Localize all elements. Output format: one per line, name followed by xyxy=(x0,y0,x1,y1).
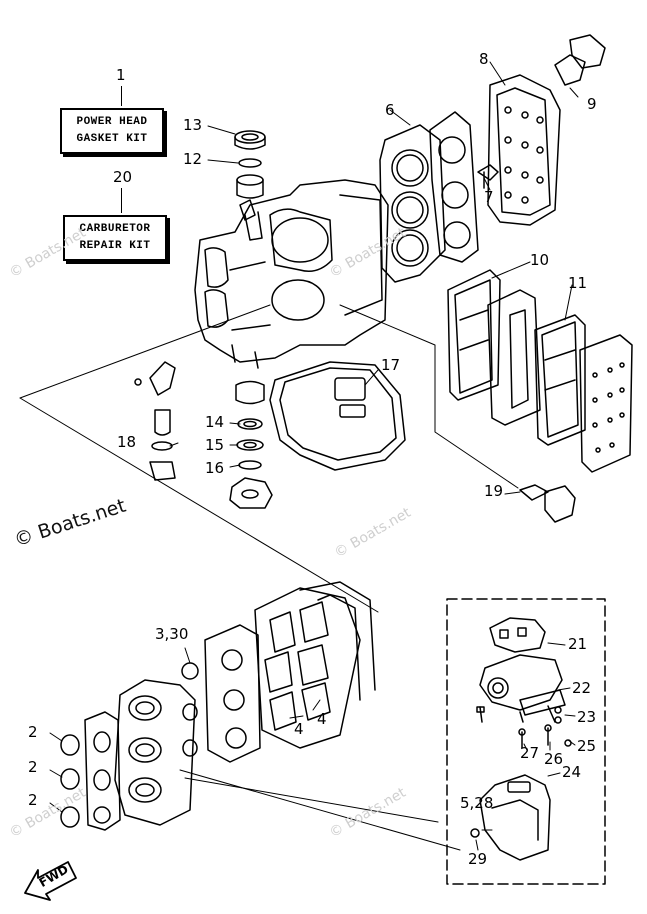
callout-17: 17 xyxy=(381,356,401,374)
callout-8: 8 xyxy=(479,50,489,68)
carburetor-line1: CARBURETOR xyxy=(79,223,151,235)
leader-lines xyxy=(19,61,579,851)
head-cover xyxy=(487,74,561,226)
exhaust-inner-cover xyxy=(487,289,541,426)
callout-10: 10 xyxy=(530,251,550,269)
callout-3-30: 3,30 xyxy=(155,625,189,643)
power-head-line2: GASKET KIT xyxy=(76,133,148,145)
base-gasket xyxy=(269,361,406,471)
carburetor-inset-frame xyxy=(446,598,606,885)
carburetor-parts xyxy=(470,617,572,861)
carburetor-line2: REPAIR KIT xyxy=(79,240,151,252)
fwd-direction-badge: FWD xyxy=(22,860,82,902)
intake-manifold-gasket xyxy=(204,624,261,763)
thermostat-cover xyxy=(554,34,606,86)
cylinder-head xyxy=(429,111,479,263)
anode-cover xyxy=(519,484,576,523)
head-gasket xyxy=(379,124,446,283)
cylinder-block xyxy=(194,179,389,369)
callout-2a: 2 xyxy=(28,723,38,741)
kit-leader-power-head xyxy=(121,86,122,106)
callout-2c: 2 xyxy=(28,791,38,809)
manifold-gasket xyxy=(84,711,121,831)
carb-leaders xyxy=(475,642,576,851)
callout-18: 18 xyxy=(117,433,137,451)
callout-25: 25 xyxy=(577,737,597,755)
power-head-gasket-kit-box: POWER HEAD GASKET KIT xyxy=(60,108,164,154)
callout-29: 29 xyxy=(468,850,488,868)
kit-number-carburetor: 20 xyxy=(113,168,133,186)
callout-21: 21 xyxy=(568,635,588,653)
fwd-arrow-icon xyxy=(24,861,77,901)
callout-6: 6 xyxy=(385,101,395,119)
callout-13: 13 xyxy=(183,116,203,134)
top-seal-stack xyxy=(234,130,266,199)
thermo-parts xyxy=(134,361,176,481)
callout-12: 12 xyxy=(183,150,203,168)
kit-leader-carburetor xyxy=(121,188,122,213)
fwd-label: FWD xyxy=(36,862,71,890)
o-rings xyxy=(60,662,199,828)
callout-26: 26 xyxy=(544,750,564,768)
callout-11: 11 xyxy=(568,274,588,292)
callout-16: 16 xyxy=(205,459,225,477)
exhaust-outer-cover xyxy=(579,334,633,473)
intake-leaders xyxy=(49,647,321,813)
callout-23: 23 xyxy=(577,708,597,726)
reed-valve-assembly xyxy=(254,581,376,749)
callout-24: 24 xyxy=(562,763,582,781)
callout-9: 9 xyxy=(587,95,597,113)
callout-7: 7 xyxy=(484,188,494,206)
exhaust-gasket xyxy=(447,269,501,401)
callout-5-28: 5,28 xyxy=(460,794,494,812)
callout-4b: 4 xyxy=(317,710,327,728)
callout-27: 27 xyxy=(520,744,540,762)
intake-manifold xyxy=(114,679,196,826)
fitting xyxy=(477,164,499,189)
kit-number-power-head: 1 xyxy=(116,66,126,84)
callout-15: 15 xyxy=(205,436,225,454)
callout-14: 14 xyxy=(205,413,225,431)
callout-2b: 2 xyxy=(28,758,38,776)
callout-4a: 4 xyxy=(294,720,304,738)
power-head-line1: POWER HEAD xyxy=(76,116,148,128)
exhaust-outer-gasket xyxy=(534,314,586,446)
callout-19: 19 xyxy=(484,482,504,500)
lower-seal-stack xyxy=(229,380,273,509)
callout-22: 22 xyxy=(572,679,592,697)
carburetor-repair-kit-box: CARBURETOR REPAIR KIT xyxy=(63,215,167,261)
